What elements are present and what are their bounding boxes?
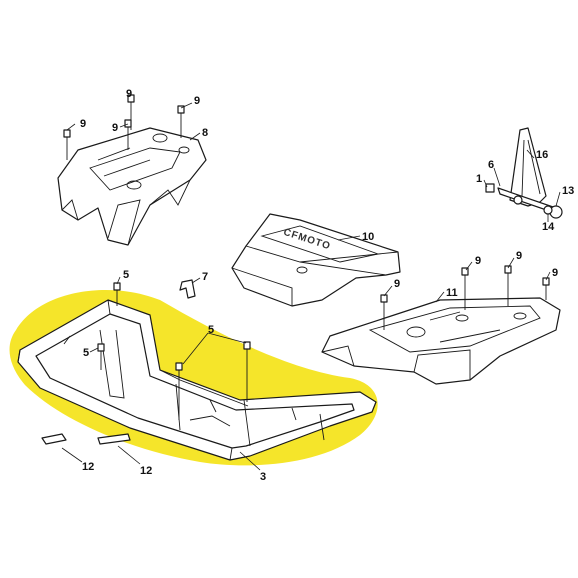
callout-9-rear-b: 9 [475, 255, 481, 267]
support-strut-assembly [485, 127, 563, 219]
callout-9-front-right: 9 [194, 95, 200, 107]
rubber-pads [41, 433, 131, 445]
rear-rack-cover [321, 297, 561, 385]
callout-3: 3 [260, 471, 266, 483]
callout-12-left: 12 [82, 461, 94, 473]
callout-9-front-left: 9 [80, 118, 86, 130]
callout-1: 1 [476, 173, 482, 185]
callout-8: 8 [202, 127, 208, 139]
callout-9-front-mid: 9 [112, 122, 118, 134]
callout-5-rack-left: 5 [83, 347, 89, 359]
rack-bolts [97, 282, 251, 420]
callout-12-right: 12 [140, 465, 152, 477]
callout-16: 16 [536, 149, 548, 161]
leader-lines [61, 94, 561, 471]
callout-14: 14 [542, 221, 555, 233]
rear-cover-bolts [380, 265, 550, 330]
callout-13: 13 [562, 185, 574, 197]
front-rack-cover [57, 127, 207, 246]
callout-5-rack-top: 5 [123, 269, 129, 281]
callout-11: 11 [446, 287, 458, 299]
callout-9-rear-c: 9 [516, 250, 522, 262]
callout-10: 10 [362, 231, 374, 243]
callout-7: 7 [202, 271, 208, 283]
luggage-rack-frame [17, 299, 377, 461]
callout-9-rear-a: 9 [394, 278, 400, 290]
callout-9-rear-d: 9 [552, 267, 558, 279]
callout-6: 6 [488, 159, 494, 171]
mount-bracket [179, 279, 196, 299]
callout-5-rack-center: 5 [208, 324, 214, 336]
callout-9-front-top: 9 [126, 88, 132, 100]
front-cover-bolts [63, 94, 185, 160]
callout-labels: 9 9 9 9 8 10 7 9 9 9 9 11 16 6 1 14 13 5… [80, 88, 574, 483]
center-cargo-cover: CFMOTO [231, 213, 401, 307]
